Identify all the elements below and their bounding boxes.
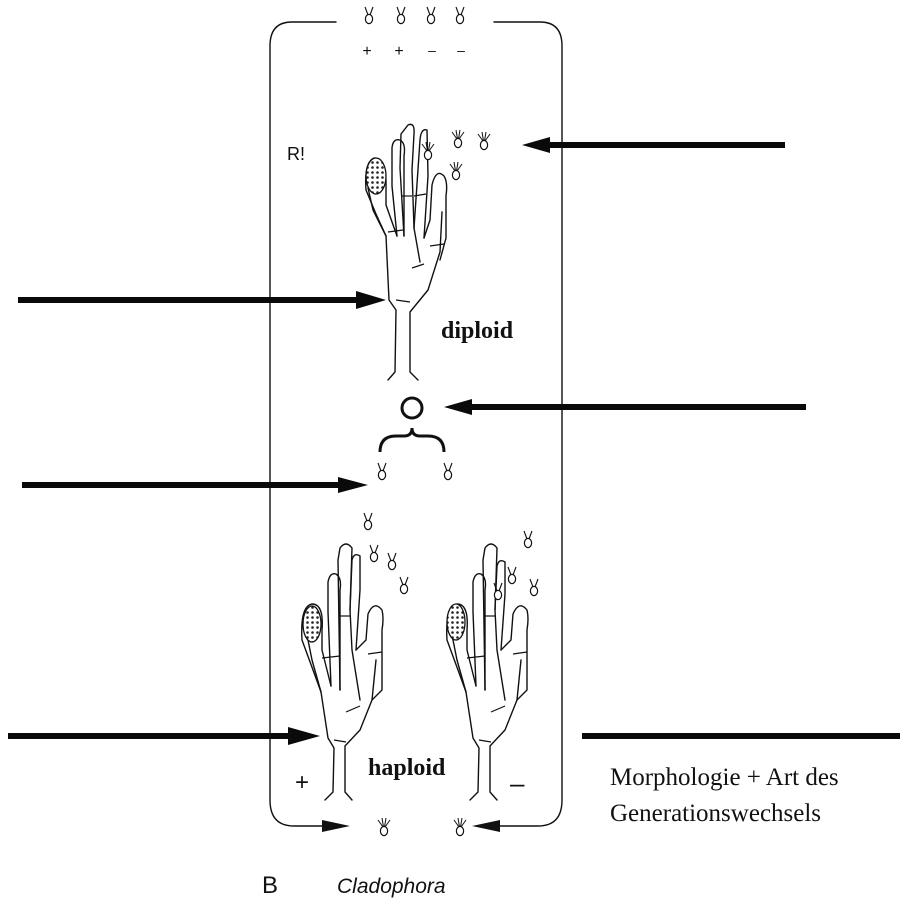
zoospore-icon [378,818,390,836]
caption-line-2: Generationswechsels [610,800,821,827]
reduction-division-label: R! [287,144,305,164]
gamete-icon [530,579,538,596]
gamete-icon [400,577,408,594]
mating-type-minus: – [510,768,525,798]
arrow-to-zygote [444,399,806,415]
caption-line-1: Morphologie + Art des [610,764,839,791]
arrow-to-haploid-plant [8,727,320,745]
released-gametes-haploid [364,513,538,600]
zoospore-icon [452,130,464,148]
zoospore-icon [427,7,435,24]
gamete-icon [364,513,372,530]
gamete-icon [494,583,502,600]
fusion-brace [380,428,444,452]
zoospore-plus-sign: + [394,43,403,60]
haploid-gametophyte-minus [447,544,528,800]
zoospore-icon [478,132,490,150]
diploid-label: diploid [441,318,514,344]
gamete-icon [508,567,516,584]
arrow-to-gametes [22,477,368,493]
zoospore-icon [365,7,373,24]
zoospore-icon [450,162,462,180]
haploid-label: haploid [368,755,446,781]
diploid-sporophyte-plant [366,124,447,380]
frame-arrowheads [322,820,500,832]
arrow-to-diploid-plant [18,291,386,309]
gamete-icon [378,463,386,480]
life-cycle-frame [270,22,562,826]
gamete-icon [370,545,378,562]
zygote [402,398,422,418]
zoospore-minus-sign: – [428,42,436,58]
zoospore-minus-sign: – [457,42,465,58]
pointer-arrows [8,137,806,745]
gamete-icon [388,553,396,570]
zoospore-plus-sign: + [362,43,371,60]
gamete-icon [524,531,532,548]
mating-type-plus: + [295,769,309,796]
zoospore-icon [456,7,464,24]
zoospore-icon [454,818,466,836]
released-zoospores-diploid [422,130,490,180]
top-zoospores: + + – – [362,7,465,60]
panel-letter: B [262,872,278,899]
gametes [378,463,452,480]
genus-name: Cladophora [337,875,446,898]
zoospore-icon [397,7,405,24]
bottom-zoospores [378,818,466,836]
gamete-icon [444,463,452,480]
